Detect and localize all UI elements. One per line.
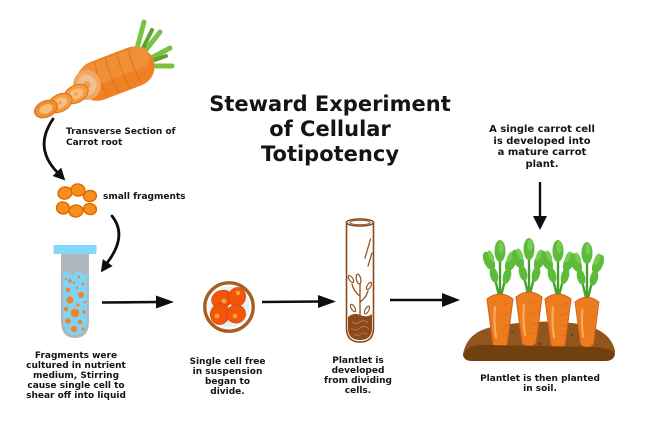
suspension-test-tube-icon xyxy=(50,243,100,341)
arrow-cells-to-plantlet-icon xyxy=(260,292,338,312)
small-fragments-label: small fragments xyxy=(103,192,186,202)
dividing-cells-icon xyxy=(202,280,256,334)
single-cell-divide-caption: Single cell free in suspension began to … xyxy=(189,357,266,397)
curved-arrow-fragments-to-tube-icon xyxy=(98,214,134,274)
transverse-section-label: Transverse Section of Carrot root xyxy=(66,127,176,148)
curved-arrow-carrot-to-fragments-icon xyxy=(38,116,80,186)
carrot-slices xyxy=(33,83,89,119)
arrow-plantlet-to-soil-icon xyxy=(388,290,462,310)
page-title: Steward Experiment of Cellular Totipoten… xyxy=(209,92,451,166)
small-fragments-icon xyxy=(55,183,100,221)
arrow-tube-to-cells-icon xyxy=(100,292,176,312)
plantlet-test-tube-icon xyxy=(341,216,379,348)
plantlet-planted-caption: Plantlet is then planted in soil. xyxy=(480,374,600,394)
arrow-down-icon xyxy=(530,180,550,232)
fragments-cultured-caption: Fragments were cultured in nutrient medi… xyxy=(26,351,126,401)
carrot-icon xyxy=(30,8,180,120)
plantlet-developed-caption: Plantlet is developed from dividing cell… xyxy=(324,356,392,396)
single-cell-developed-label: A single carrot cell is developed into a… xyxy=(489,124,595,170)
carrot-patch-icon xyxy=(460,236,618,366)
